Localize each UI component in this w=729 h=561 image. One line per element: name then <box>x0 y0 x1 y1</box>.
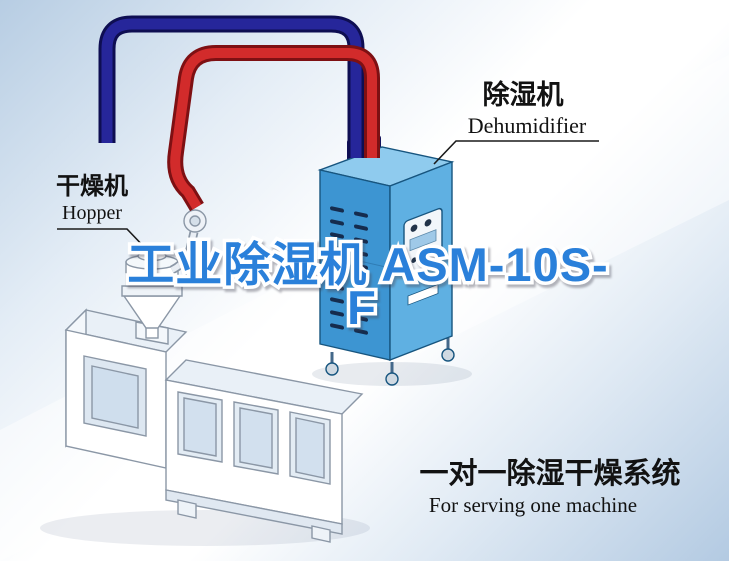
hopper-label-zh: 干燥机 <box>56 173 128 200</box>
system-caption-en: For serving one machine <box>429 493 637 517</box>
product-title-line1: 工业除湿机 ASM-10S- <box>127 238 608 291</box>
system-caption-zh: 一对一除湿干燥系统 <box>419 456 680 490</box>
leader-line-dehumidifier <box>433 140 599 165</box>
dehumidifier-illustration <box>317 135 455 386</box>
panel-button <box>410 224 418 232</box>
hopper-label-en: Hopper <box>62 202 122 224</box>
pipe-navy <box>98 15 365 158</box>
vent-slots <box>330 206 368 335</box>
control-panel <box>403 207 443 278</box>
panel-display <box>409 229 437 252</box>
dehumidifier-label-en: Dehumidifier <box>468 113 587 138</box>
product-title: 工业除湿机 ASM-10S- F <box>124 235 611 338</box>
injection-molding-machine-illustration <box>64 308 364 543</box>
hopper-illustration <box>121 209 207 339</box>
leader-line-hopper <box>57 228 149 252</box>
brand-plate <box>407 283 439 306</box>
pipe-red <box>167 45 380 212</box>
product-title-line2: F <box>347 281 377 334</box>
panel-button <box>424 219 432 227</box>
dehumidifier-label-zh: 除湿机 <box>483 79 564 110</box>
